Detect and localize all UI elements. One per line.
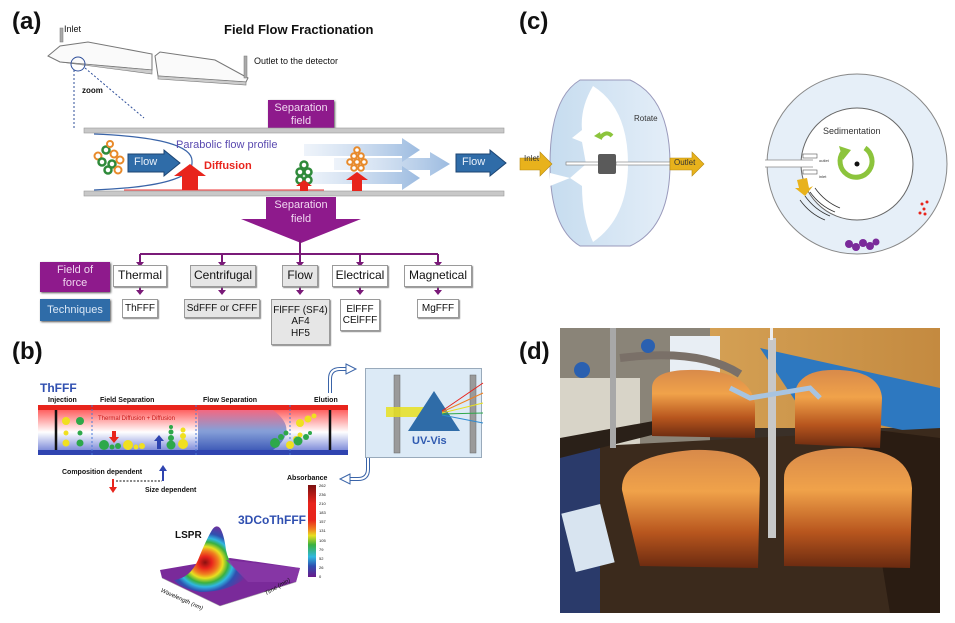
lspr-label: LSPR (175, 530, 202, 541)
colorbar (308, 485, 316, 577)
technique-thfff: ThFFF (122, 299, 158, 318)
inlet-label: Inlet (64, 24, 82, 34)
separation-field-top: Separation field (268, 100, 334, 130)
colorbar-tick: 79 (319, 546, 324, 552)
force-magnetical: Magnetical (404, 265, 472, 287)
uvvis-label: UV-Vis (412, 435, 447, 447)
thfff-channel (38, 405, 348, 455)
colorbar-tick: 131 (319, 528, 326, 534)
force-flow: Flow (282, 265, 318, 287)
absorbance-surface-plot (160, 526, 300, 607)
rotate-label: Rotate (634, 114, 658, 123)
technique-sdfff: SdFFF or CFFF (184, 299, 260, 318)
colorbar-tick: 262 (319, 483, 326, 488)
diffusion-label: Diffusion (204, 160, 252, 172)
technique-electrical: ElFFF CElFFF (340, 299, 380, 331)
uvvis-detector: UV-Vis (365, 368, 484, 458)
colorbar-tick: 210 (319, 501, 326, 507)
panel-d-label: (d) (519, 338, 550, 365)
curved-arrow-to-uvvis (328, 363, 358, 393)
rotor-outlet-label: Outlet (674, 158, 696, 167)
field-of-force-line2: force (62, 277, 88, 289)
flow-arrow-right: Flow (455, 148, 507, 178)
field-of-force-line1: Field of (56, 263, 94, 276)
flow-channel (83, 127, 505, 197)
technique-elfff: ElFFF (346, 303, 374, 315)
thfff-title: ThFFF (40, 381, 77, 395)
separation-field-top-line2: field (290, 115, 312, 127)
technique-flfff: FlFFF (SF4) (273, 304, 328, 316)
colorbar-tick: 157 (319, 519, 326, 525)
colorbar-tick: 105 (319, 537, 326, 543)
panel-a-title: Field Flow Fractionation (224, 22, 374, 37)
colorbar-tick: 26 (319, 564, 324, 570)
technique-af4: AF4 (291, 316, 310, 328)
field-separation-label: Field Separation (100, 397, 155, 404)
colorbar-tick: 0 (319, 573, 322, 579)
thermal-diffusion-label: Thermal Diffusion + Diffusion (98, 416, 175, 422)
separation-field-bottom-line1: Separation (274, 199, 328, 211)
dependence-arrows (109, 465, 167, 493)
separation-field-bottom: Separation field (266, 198, 336, 227)
rotor-inlet-label: Inlet (524, 154, 540, 163)
rotor-diagram (519, 79, 705, 247)
force-electrical: Electrical (332, 265, 388, 287)
flow-left-text: Flow (134, 156, 158, 168)
zoom-label: zoom (82, 86, 103, 95)
flow-separation-label: Flow Separation (203, 397, 258, 404)
outlet-label: Outlet to the detector (254, 56, 339, 66)
separation-field-top-line1: Separation (274, 101, 328, 114)
disk-inlet-label: inlet (819, 174, 827, 179)
parabolic-label: Parabolic flow profile (176, 139, 278, 151)
field-of-force-tag: Field of force (40, 262, 110, 292)
sedimentation-disk (763, 73, 948, 255)
elution-label: Elution (314, 397, 338, 404)
curved-arrow-to-plot (338, 457, 370, 485)
size-label: Size dependent (145, 487, 197, 494)
technique-celfff: CElFFF (342, 315, 378, 326)
ffff-channel-sketch (47, 27, 249, 130)
panel-a-label: (a) (12, 8, 42, 35)
panel-b-label: (b) (12, 338, 43, 365)
separation-field-bottom-arrow (241, 197, 361, 243)
flow-right-text: Flow (462, 156, 486, 168)
colorbar-tick: 52 (319, 555, 324, 561)
sedimentation-label: Sedimentation (823, 126, 881, 136)
colorbar-ticks: 262 236 210 183 157 131 105 79 52 26 0 (319, 483, 335, 579)
colorbar-tick: 183 (319, 510, 326, 516)
injection-label: Injection (48, 397, 77, 404)
plot-title: 3DCoThFFF (238, 513, 306, 527)
panel-c-label: (c) (519, 8, 549, 35)
colorbar-tick: 236 (319, 492, 326, 498)
technique-mgfff: MgFFF (417, 299, 459, 318)
technique-hf5: HF5 (291, 327, 310, 339)
tree-connectors (136, 240, 442, 295)
magnet-photo (560, 328, 940, 613)
force-thermal: Thermal (113, 265, 167, 287)
separation-field-bottom-line2: field (290, 213, 312, 226)
disk-outlet-label: outlet (819, 158, 829, 163)
particle-cluster (93, 140, 125, 175)
technique-flow: FlFFF (SF4) AF4 HF5 (271, 299, 330, 345)
composition-label: Composition dependent (62, 469, 143, 476)
force-centrifugal: Centrifugal (190, 265, 256, 287)
techniques-tag: Techniques (40, 299, 110, 321)
colorbar-title: Absorbance (287, 475, 328, 482)
flow-arrow-left: Flow (127, 148, 181, 178)
